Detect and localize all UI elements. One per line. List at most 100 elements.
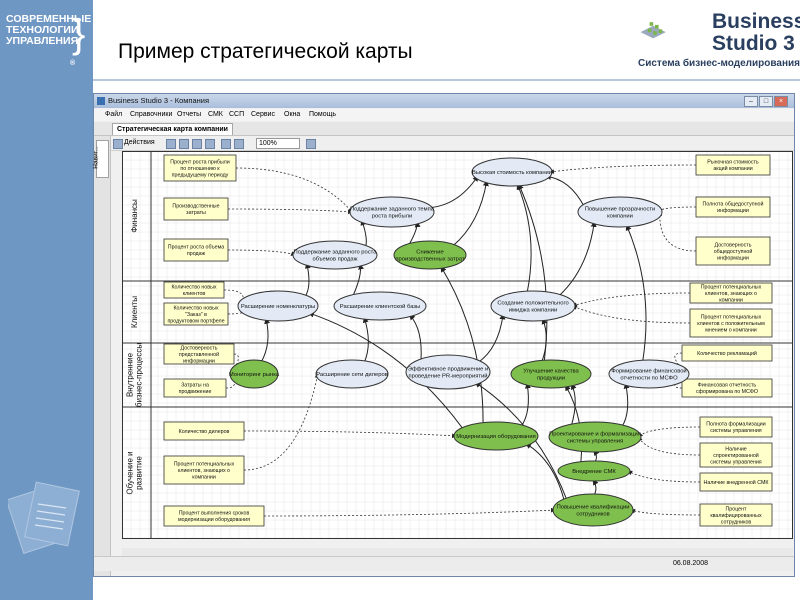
indicator-box[interactable]	[699, 442, 773, 468]
zoom-select[interactable]: 100%	[256, 138, 300, 149]
indicator-box[interactable]	[163, 378, 227, 398]
indicator-box[interactable]	[163, 505, 265, 527]
print-icon[interactable]	[192, 139, 202, 149]
indicator-box[interactable]	[163, 455, 245, 485]
goal-ellipse[interactable]	[608, 359, 690, 389]
goal-link	[520, 382, 531, 427]
indicator-box[interactable]	[163, 343, 235, 365]
indicator-box[interactable]	[163, 421, 245, 441]
menu-ssp[interactable]: ССП	[229, 111, 245, 118]
indicator-box[interactable]	[163, 238, 229, 262]
indicator-link	[627, 470, 701, 483]
goal-ellipse[interactable]	[229, 359, 279, 389]
menu-windows[interactable]: Окна	[284, 111, 301, 118]
strategy-map: ФинансыКлиентыВнутренниебизнес-процессыО…	[121, 150, 793, 540]
edit-icon[interactable]	[179, 139, 189, 149]
status-bar: 06.08.2008	[94, 556, 794, 571]
indicator-box[interactable]	[163, 281, 225, 299]
goal-ellipse[interactable]	[548, 421, 642, 453]
company-logo-line2: ТЕХНОЛОГИИ	[6, 24, 79, 36]
indicator-link	[572, 305, 691, 324]
menu-bar: Файл Справочники Отчеты СМК ССП Сервис О…	[94, 109, 794, 121]
menu-help[interactable]: Помощь	[309, 111, 337, 118]
goal-link	[452, 179, 489, 247]
indicator-box[interactable]	[681, 344, 773, 362]
goal-ellipse[interactable]	[315, 359, 389, 389]
save-icon[interactable]	[166, 139, 176, 149]
product-logo-subtitle: Система бизнес-моделирования	[638, 58, 800, 69]
goal-link	[525, 443, 565, 502]
refresh-icon[interactable]	[306, 139, 316, 149]
goal-label: Расширение сети дилеров	[316, 372, 388, 378]
close-icon[interactable]: ×	[774, 96, 788, 107]
goal-ellipse[interactable]	[490, 290, 576, 322]
navigator-tab[interactable]: Навиг...	[93, 140, 109, 178]
indicator-box[interactable]	[695, 154, 771, 176]
window-title: Business Studio 3 - Компания	[108, 96, 210, 105]
goal-ellipse[interactable]	[333, 291, 427, 321]
indicator-link	[227, 249, 296, 256]
goal-ellipse[interactable]	[552, 493, 634, 527]
indicator-box[interactable]	[163, 154, 237, 182]
indicator-link	[572, 292, 691, 307]
actions-button[interactable]: Действия	[124, 139, 155, 146]
lane-label: Клиенты	[130, 296, 139, 328]
indicator-box[interactable]	[163, 302, 229, 326]
goal-ellipse[interactable]	[393, 240, 467, 270]
goal-ellipse[interactable]	[237, 290, 319, 322]
indicator-box[interactable]	[695, 196, 771, 218]
indicator-link	[235, 167, 353, 213]
indicator-box[interactable]	[689, 282, 773, 304]
goal-ellipse[interactable]	[577, 196, 663, 228]
indicator-box[interactable]	[681, 378, 773, 398]
zoom-out-icon[interactable]	[221, 139, 231, 149]
disk-icon[interactable]	[205, 139, 215, 149]
indicator-link	[243, 430, 457, 439]
minimize-icon[interactable]: –	[744, 96, 758, 107]
goal-link	[516, 183, 532, 293]
indicator-box[interactable]	[689, 308, 773, 338]
goal-ellipse[interactable]	[557, 460, 631, 482]
indicator-box[interactable]	[695, 236, 771, 266]
goal-ellipse[interactable]	[453, 421, 539, 451]
menu-file[interactable]: Файл	[105, 111, 123, 118]
company-logo-line3: УПРАВЛЕНИЯ	[6, 35, 79, 47]
actions-icon[interactable]	[113, 139, 123, 149]
company-logo-line1: СОВРЕМЕННЫЕ	[6, 13, 92, 25]
indicator-label: Наличие внедренной СМК	[704, 479, 770, 486]
horizontal-scrollbar[interactable]	[122, 548, 793, 556]
menu-directories[interactable]: Справочники	[130, 111, 173, 118]
tab-strategy-map[interactable]: Стратегическая карта компании	[112, 123, 233, 135]
menu-reports[interactable]: Отчеты	[177, 111, 202, 118]
goal-ellipse[interactable]	[349, 196, 435, 228]
indicator-box[interactable]	[163, 197, 229, 221]
window-titlebar[interactable]: Business Studio 3 - Компания – □ ×	[94, 94, 794, 108]
goal-link	[440, 265, 484, 425]
indicator-box[interactable]	[699, 503, 773, 527]
goal-ellipse[interactable]	[510, 359, 592, 389]
product-logo-line1: Business	[712, 10, 800, 33]
goal-link	[558, 220, 597, 297]
menu-smk[interactable]: СМК	[208, 111, 223, 118]
indicator-box[interactable]	[699, 472, 773, 492]
indicator-link	[227, 208, 353, 215]
menu-service[interactable]: Сервис	[251, 111, 275, 118]
goal-ellipse[interactable]	[405, 354, 491, 390]
goal-ellipse[interactable]	[292, 240, 378, 270]
maximize-icon[interactable]: □	[759, 96, 773, 107]
goal-link	[409, 314, 422, 362]
indicator-box[interactable]	[699, 416, 773, 438]
zoom-in-icon[interactable]	[234, 139, 244, 149]
goal-ellipse[interactable]	[471, 157, 553, 187]
